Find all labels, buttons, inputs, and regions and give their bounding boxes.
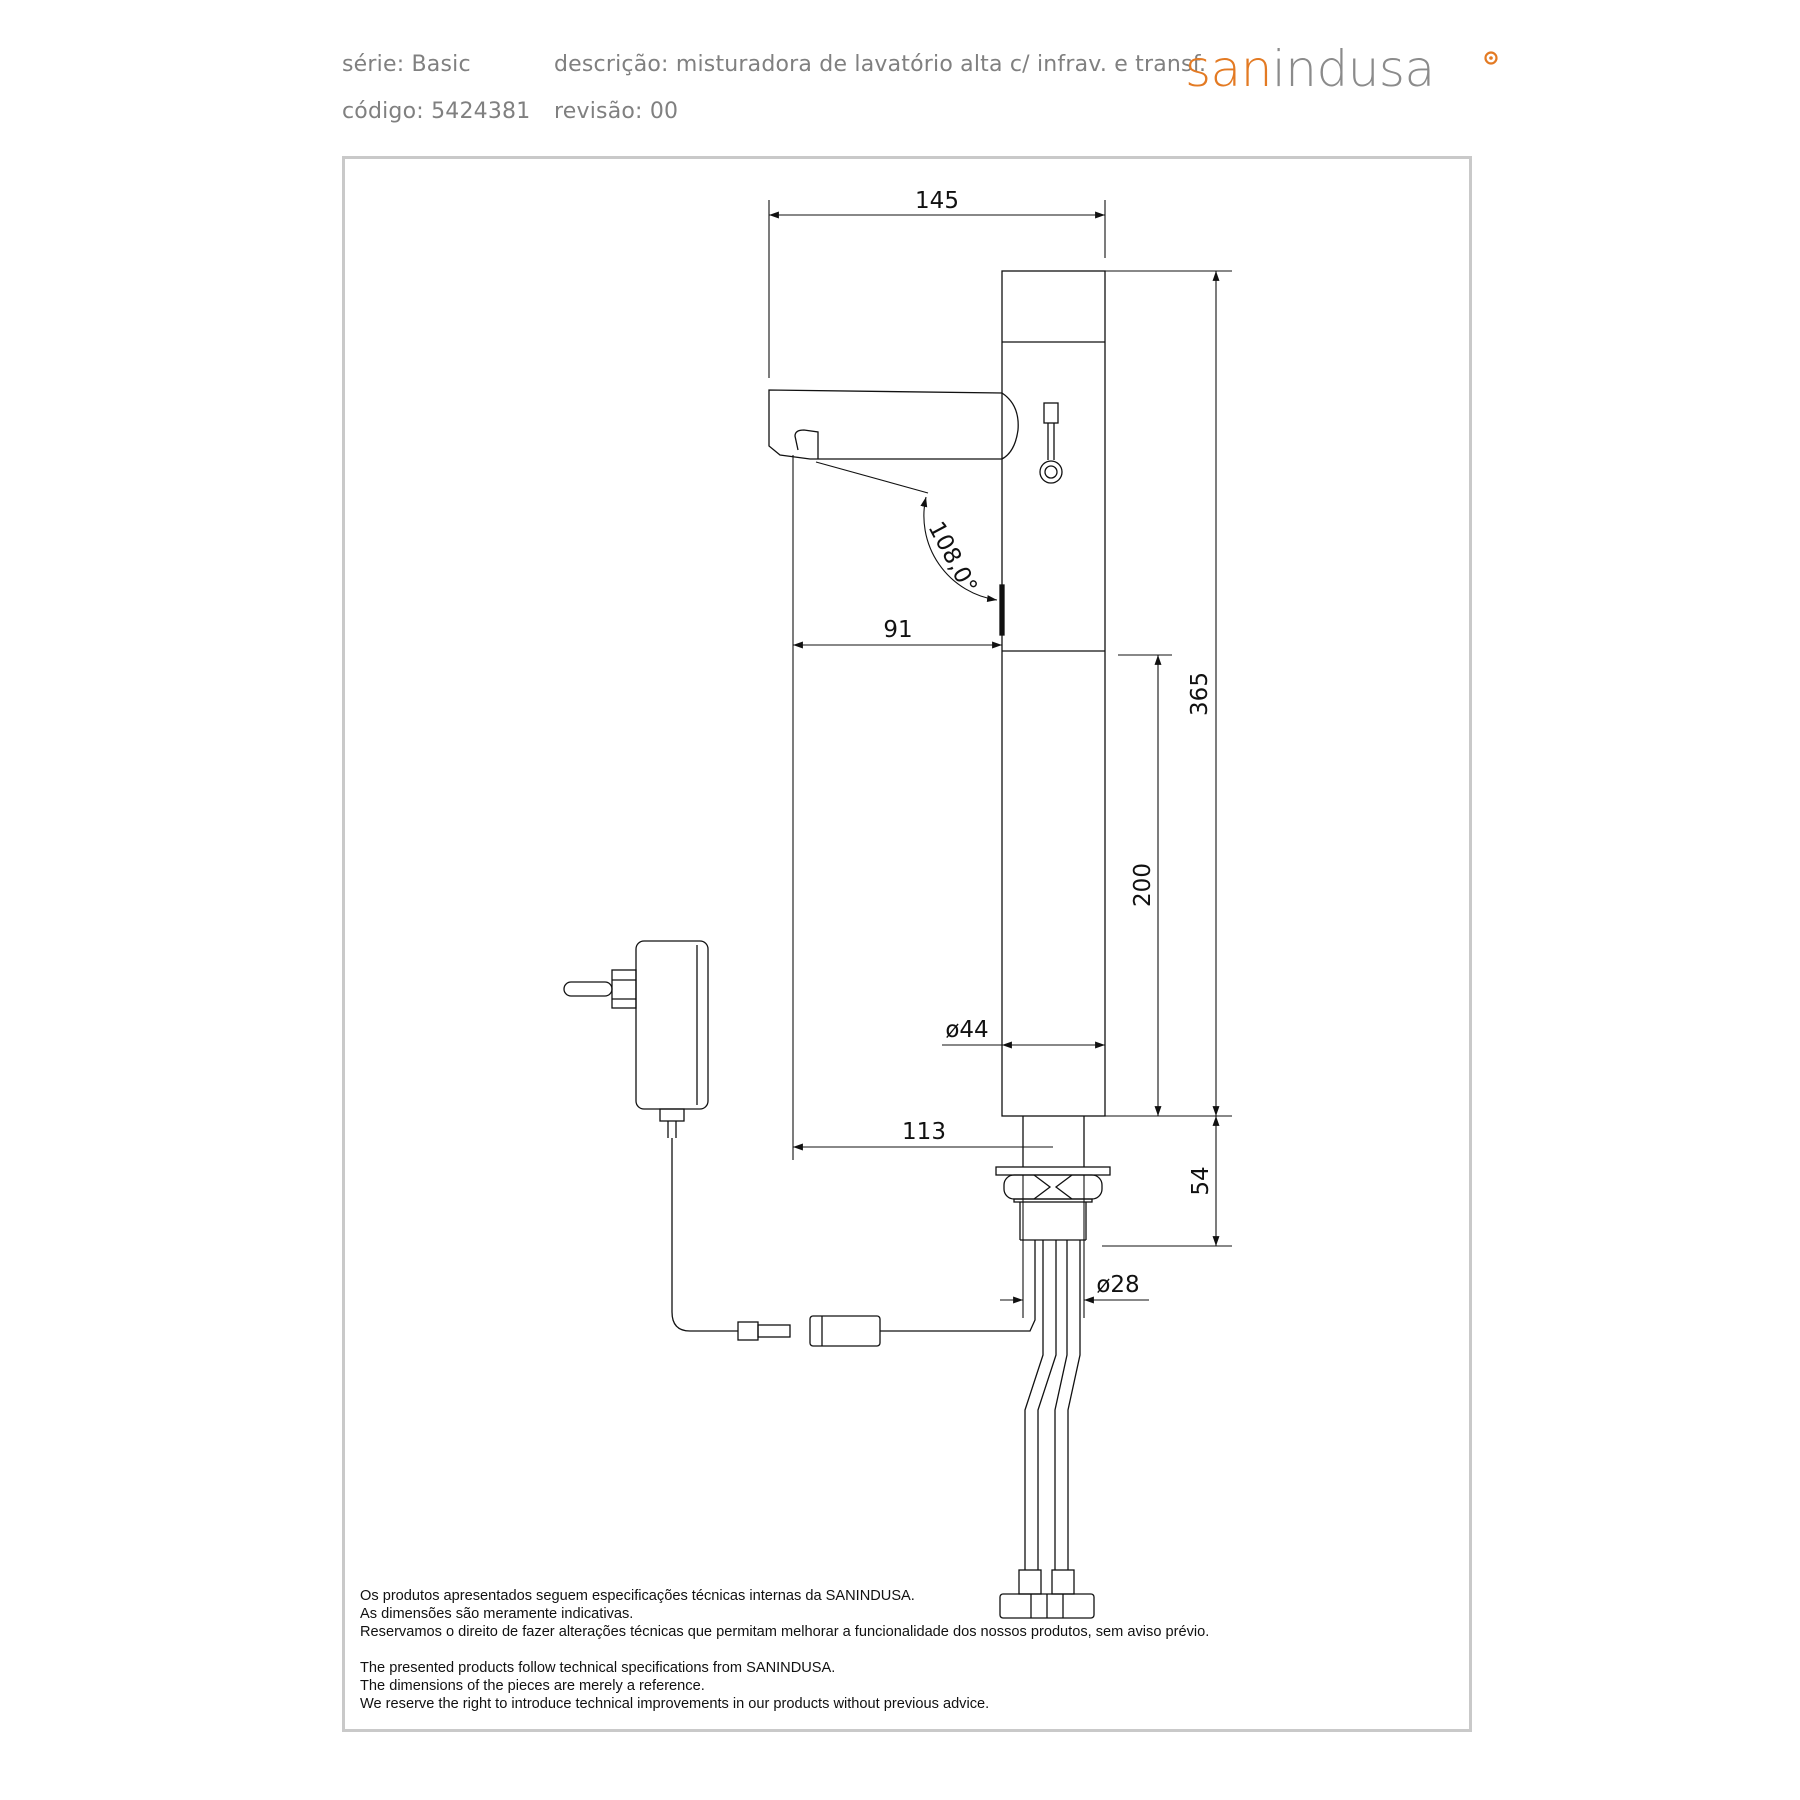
sanindusa-logo: sanindusa <box>1185 44 1435 94</box>
note-en-1: The presented products follow technical … <box>360 1660 836 1676</box>
faucet-sensor <box>999 584 1005 636</box>
logo-part-san: san <box>1185 40 1272 98</box>
dim-91: 91 <box>883 617 912 643</box>
dim-diameter-28: ø28 <box>1096 1272 1139 1298</box>
disclaimer-notes: Os produtos apresentados seguem especifi… <box>360 1587 1209 1713</box>
revisao-label: revisão: 00 <box>554 99 679 124</box>
drawing-frame <box>342 156 1472 1732</box>
dim-200: 200 <box>1130 863 1156 907</box>
dim-54: 54 <box>1188 1166 1214 1195</box>
dim-angle-108: 108,0° <box>923 517 982 598</box>
note-pt-2: As dimensões são meramente indicativas. <box>360 1606 634 1622</box>
faucet-body <box>1001 270 1106 1117</box>
dim-145: 145 <box>915 188 959 214</box>
note-en-2: The dimensions of the pieces are merely … <box>360 1678 705 1694</box>
faucet-spout <box>768 389 1019 460</box>
dim-365: 365 <box>1187 672 1213 716</box>
note-pt-1: Os produtos apresentados seguem especifi… <box>360 1588 915 1604</box>
faucet-lever <box>1043 402 1059 424</box>
codigo-label: código: 5424381 <box>342 99 531 124</box>
note-en-3: We reserve the right to introduce techni… <box>360 1696 990 1712</box>
logo-mark-icon <box>1484 51 1498 65</box>
note-pt-3: Reservamos o direito de fazer alterações… <box>360 1624 1210 1640</box>
mounting-nut <box>1003 1174 1103 1200</box>
dim-113: 113 <box>902 1119 946 1145</box>
supply-hoses <box>1024 1240 1081 1570</box>
serie-label: série: Basic <box>342 52 471 77</box>
logo-part-indusa: indusa <box>1271 40 1435 98</box>
dim-diameter-44: ø44 <box>945 1017 988 1043</box>
descricao-label: descrição: misturadora de lavatório alta… <box>554 52 1207 77</box>
